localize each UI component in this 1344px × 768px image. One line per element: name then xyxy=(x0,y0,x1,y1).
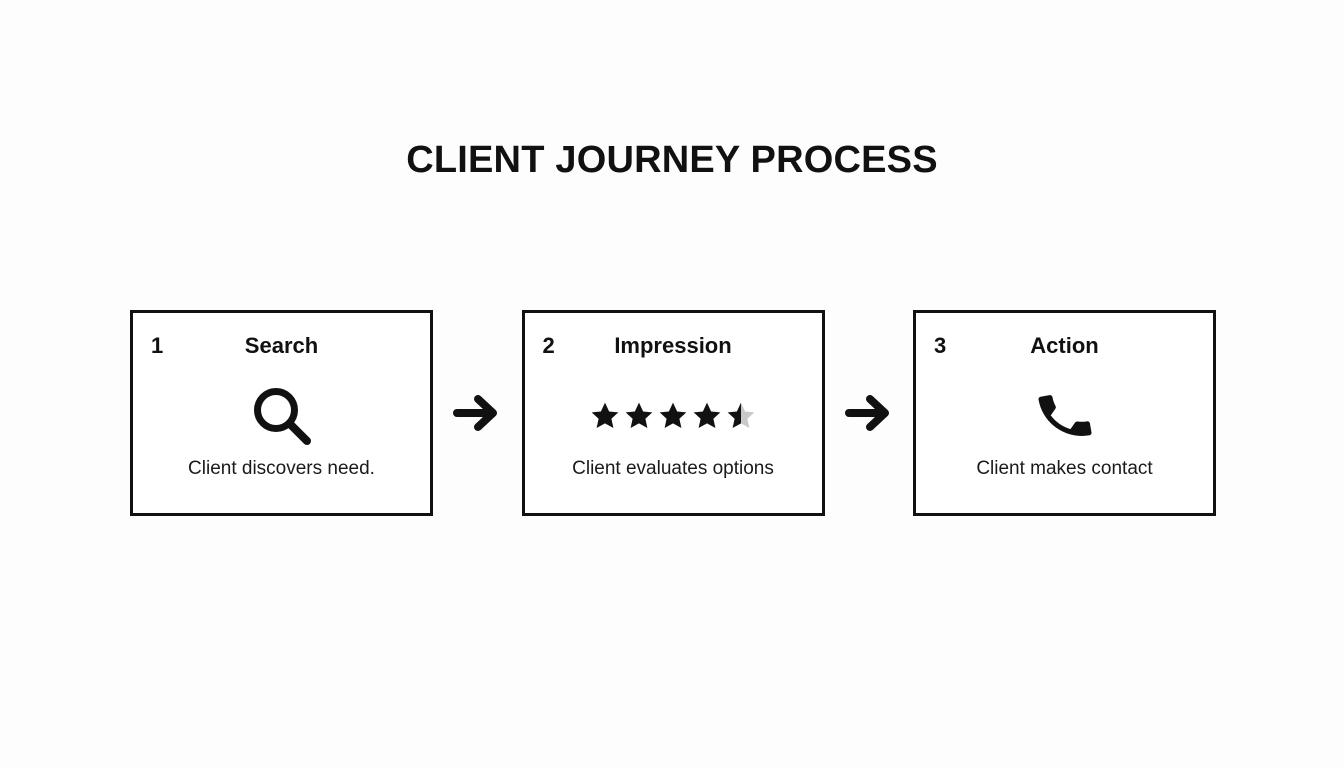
step-number: 3 xyxy=(934,333,947,358)
step-title: Search xyxy=(244,333,319,358)
process-flow: 1 Search Client discovers need. 2 Impres… xyxy=(130,310,1216,516)
step-title: Action xyxy=(1030,333,1099,358)
step-description: Client evaluates options xyxy=(572,458,774,479)
star-filled-icon xyxy=(625,402,653,428)
star-filled-icon xyxy=(659,402,687,428)
step-title: Impression xyxy=(614,333,732,358)
star-filled-icon xyxy=(693,402,721,428)
arrow-right-icon xyxy=(825,310,914,516)
step-number: 2 xyxy=(542,333,555,358)
star-filled-icon xyxy=(591,402,619,428)
step-card-2[interactable]: 2 Impression xyxy=(521,310,825,516)
star-half-icon xyxy=(727,402,755,428)
step-card-3[interactable]: 3 Action Client makes contact xyxy=(913,310,1216,516)
step-description: Client discovers need. xyxy=(188,458,375,479)
phone-handset-icon xyxy=(916,381,1213,451)
star-rating-icon xyxy=(525,381,822,451)
arrow-right-icon xyxy=(433,310,522,516)
step-card-1[interactable]: 1 Search Client discovers need. xyxy=(130,310,433,516)
star-rating xyxy=(589,400,757,432)
step-description: Client makes contact xyxy=(976,458,1153,479)
page-title: CLIENT JOURNEY PROCESS xyxy=(406,139,938,181)
step-number: 1 xyxy=(151,333,164,358)
magnifying-glass-icon xyxy=(133,381,430,451)
